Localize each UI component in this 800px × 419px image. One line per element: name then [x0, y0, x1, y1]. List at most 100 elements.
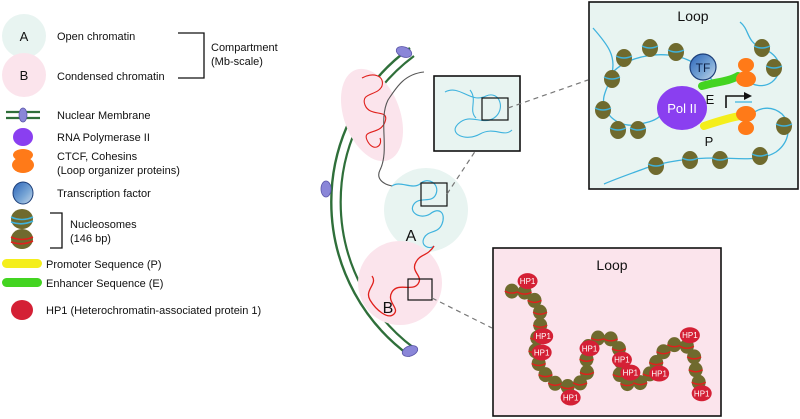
legend-hp1: HP1 (Heterochromatin-associated protein … — [46, 305, 261, 317]
enhancer-sequence — [698, 72, 742, 90]
enhancer-label: E — [706, 92, 715, 107]
nucleosome — [538, 367, 553, 383]
legend-transcription-factor: Transcription factor — [57, 188, 151, 200]
transcription-factor-swatch — [12, 181, 34, 205]
transcription-arrow-head — [744, 92, 752, 100]
dna-wrap — [648, 361, 664, 366]
nucleosome — [504, 283, 519, 299]
hp1-protein: HP1 — [531, 344, 552, 361]
membrane-swatch — [6, 107, 40, 123]
linker-fiber — [378, 71, 425, 187]
legend-a-letter: A — [20, 29, 29, 44]
open-loop-title: Loop — [677, 8, 708, 24]
dna-wrap — [611, 348, 627, 352]
hp1-label: HP1 — [651, 370, 667, 379]
nucleosome — [533, 304, 548, 320]
hp1-protein: HP1 — [560, 389, 581, 406]
dna-wrap — [688, 369, 704, 373]
hp1-body — [691, 385, 712, 402]
dna-wrap — [517, 291, 532, 295]
condensed-chromatin-swatch — [2, 53, 46, 97]
hp1-protein: HP1 — [611, 351, 632, 368]
hp1-label: HP1 — [563, 394, 579, 403]
legend-compartment-scale: (Mb-scale) — [211, 56, 263, 68]
dna-wrap — [532, 311, 548, 315]
hp1-label: HP1 — [614, 356, 630, 365]
legend-nuclear-membrane: Nuclear Membrane — [57, 110, 151, 122]
hp1-body — [531, 344, 552, 361]
dna-wrap — [572, 382, 588, 386]
nucleosome — [579, 364, 594, 380]
legend-condensed-chromatin: Condensed chromatin — [57, 71, 165, 83]
open-loop-panel: Loop Pol II TF E P — [588, 1, 799, 190]
hp1-protein: HP1 — [579, 340, 600, 357]
hp1-label: HP1 — [623, 369, 639, 378]
closed-loop-title: Loop — [596, 257, 627, 273]
nuclear-pore — [320, 180, 332, 198]
zoom-box-a — [420, 182, 448, 207]
dna-wrap — [691, 381, 707, 385]
dna-wrap — [538, 374, 553, 378]
hp1-label: HP1 — [682, 331, 698, 340]
dna-wrap — [547, 382, 563, 386]
dna-wrap — [531, 362, 547, 367]
nucleosome-group — [594, 39, 793, 175]
hp1-body — [649, 365, 670, 382]
dna-wrap — [579, 371, 595, 376]
legend-ctcf-note: (Loop organizer proteins) — [57, 165, 180, 177]
zoom-box-b — [407, 278, 433, 301]
pol2-label: Pol II — [667, 101, 697, 116]
legend: A Open chromatin B Condensed chromatin C… — [2, 14, 278, 320]
nucleosome — [603, 331, 618, 347]
nucleosome — [687, 349, 702, 365]
legend-open-chromatin: Open chromatin — [57, 31, 135, 43]
hp1-protein: HP1 — [691, 385, 712, 402]
hp1-body — [620, 364, 641, 381]
tf-label: TF — [696, 61, 711, 75]
open-zoom-inset — [433, 75, 521, 152]
nucleosome — [548, 375, 563, 391]
legend-promoter: Promoter Sequence (P) — [46, 259, 162, 271]
compartment-b-label: B — [383, 300, 394, 317]
nucleosome — [656, 344, 671, 360]
condensed-fiber-b — [367, 245, 435, 317]
inset-fiber — [444, 89, 513, 138]
promoter-label: P — [705, 134, 714, 149]
enhancer-swatch — [2, 278, 42, 287]
inset-zoom-box — [481, 97, 509, 121]
dna-wrap — [656, 351, 671, 355]
legend-ctcf: CTCF, Cohesins — [57, 151, 138, 163]
dna-wrap — [632, 382, 648, 386]
hp1-protein: HP1 — [620, 364, 641, 381]
compartment-bracket — [178, 32, 205, 79]
transcription-start-arrow — [725, 95, 744, 108]
dna-wrap — [560, 385, 576, 390]
hp1-protein: HP1 — [533, 328, 554, 345]
connector-b — [431, 297, 493, 329]
hp1-label: HP1 — [520, 277, 536, 286]
open-chromatin-swatch — [2, 14, 46, 58]
ctcf-cohesin-bottom — [736, 106, 756, 135]
dna-wrap — [579, 358, 594, 362]
pol2-swatch — [13, 128, 33, 146]
dna-wrap — [679, 345, 695, 349]
hp1-protein: HP1 — [649, 365, 670, 382]
nucleosome — [633, 375, 648, 391]
nucleosome-swatch — [10, 209, 34, 249]
nucleosome — [527, 292, 542, 308]
dna-wrap — [532, 324, 548, 328]
compartment-b-region — [358, 241, 442, 325]
condensed-region-top — [340, 68, 404, 162]
nuclear-pore — [401, 345, 419, 357]
hp1-label: HP1 — [582, 344, 598, 353]
hp1-protein: HP1 — [517, 273, 538, 290]
ctcf-swatch — [12, 149, 34, 173]
legend-enhancer: Enhancer Sequence (E) — [46, 278, 163, 290]
hp1-body — [579, 340, 600, 357]
compartment-a-label: A — [406, 228, 417, 245]
nuclear-pore — [395, 46, 413, 58]
nucleosome-bracket — [50, 212, 63, 249]
